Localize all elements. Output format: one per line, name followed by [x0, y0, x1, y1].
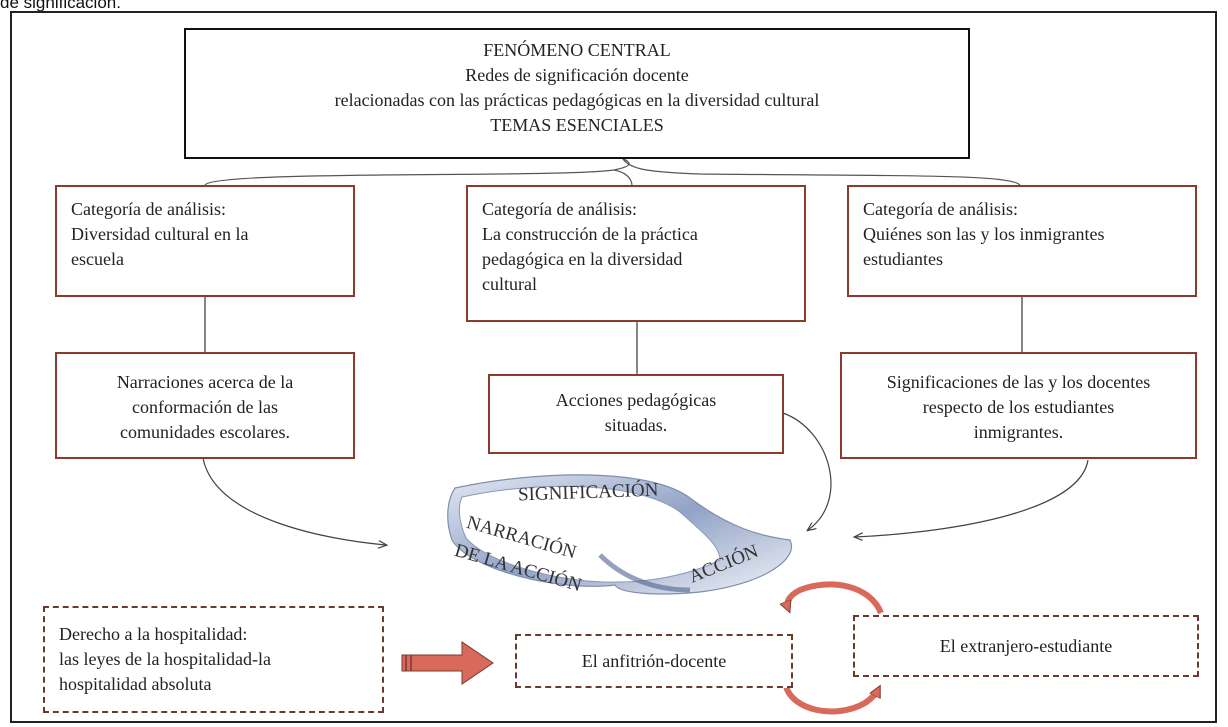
central-phenomenon-box: FENÓMENO CENTRAL Redes de significación … — [184, 28, 970, 159]
mobius-strip — [447, 474, 793, 595]
brace-connector — [204, 157, 1021, 186]
category-line: Categoría de análisis: — [482, 199, 637, 219]
diagram-frame — [10, 11, 1217, 723]
narrative-line: Narraciones acerca de la — [116, 372, 294, 392]
central-line: FENÓMENO CENTRAL — [483, 40, 671, 60]
host-teacher-label: El anfitrión-docente — [581, 651, 727, 671]
narrative-line: respecto de los estudiantes — [922, 397, 1115, 417]
narrative-line: Acciones pedagógicas — [555, 390, 717, 410]
curve-arrow-left — [202, 457, 386, 545]
figure-caption: de significación. — [0, 0, 121, 12]
hospitality-line: Derecho a la hospitalidad: — [59, 624, 248, 644]
hospitality-line: hospitalidad absoluta — [59, 674, 212, 694]
category-line: Categoría de análisis: — [71, 199, 226, 219]
curve-arrow-right — [855, 459, 1089, 537]
category-line: estudiantes — [863, 249, 943, 269]
narrative-box-school-communities: Narraciones acerca de la conformación de… — [55, 352, 355, 459]
category-box-immigrant-students: Categoría de análisis: Quiénes son las y… — [847, 185, 1197, 297]
category-line: Diversidad cultural en la — [71, 224, 249, 244]
stranger-student-box: El extranjero-estudiante — [853, 615, 1199, 677]
narrative-line: situadas. — [604, 415, 668, 435]
category-line: pedagógica en la diversidad — [482, 249, 683, 269]
host-teacher-box: El anfitrión-docente — [515, 634, 793, 688]
central-line: TEMAS ESENCIALES — [490, 115, 664, 135]
category-box-pedagogical-practice: Categoría de análisis: La construcción d… — [466, 185, 806, 322]
narrative-line: inmigrantes. — [973, 422, 1064, 442]
category-line: escuela — [71, 249, 124, 269]
category-line: La construcción de la práctica — [482, 224, 698, 244]
curve-arrow-middle — [782, 412, 832, 530]
cycle-arrow-bottom — [783, 686, 878, 715]
category-box-cultural-diversity: Categoría de análisis: Diversidad cultur… — [55, 185, 355, 297]
central-line: Redes de significación docente — [465, 65, 689, 85]
category-line: Quiénes son las y los inmigrantes — [863, 224, 1105, 244]
big-red-arrow — [401, 641, 494, 685]
stranger-student-label: El extranjero-estudiante — [939, 636, 1113, 656]
category-line: cultural — [482, 274, 537, 294]
hospitality-box: Derecho a la hospitalidad: las leyes de … — [43, 606, 384, 713]
narrative-line: conformación de las — [132, 397, 278, 417]
narrative-line: comunidades escolares. — [120, 422, 290, 442]
cycle-arrow-top — [787, 581, 884, 615]
narrative-box-pedagogical-actions: Acciones pedagógicas situadas. — [488, 374, 784, 454]
hospitality-line: las leyes de la hospitalidad-la — [59, 649, 271, 669]
category-line: Categoría de análisis: — [863, 199, 1018, 219]
narrative-line: Significaciones de las y los docentes — [886, 372, 1151, 392]
central-line: relacionadas con las prácticas pedagógic… — [334, 90, 820, 110]
narrative-box-teacher-significations: Significaciones de las y los docentes re… — [840, 352, 1197, 459]
